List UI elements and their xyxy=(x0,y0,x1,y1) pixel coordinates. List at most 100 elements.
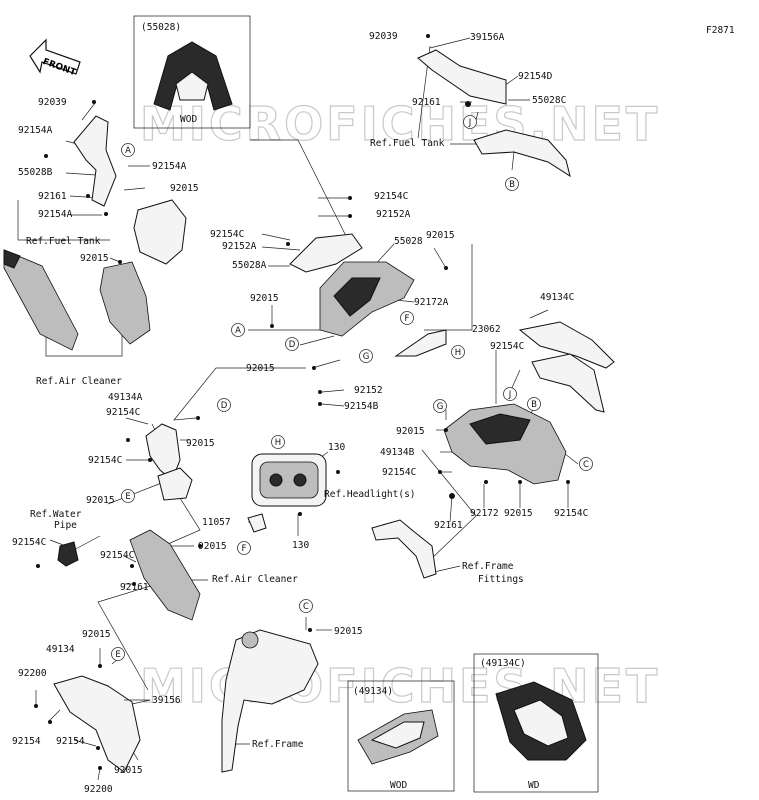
callout-circle xyxy=(237,541,251,555)
part-label: Ref.Water xyxy=(30,509,82,520)
part-label: 92015 xyxy=(198,541,227,552)
part-label: Ref.Headlight(s) xyxy=(324,489,416,500)
inset-box-49134c xyxy=(473,653,599,793)
inset-box-55028 xyxy=(133,15,251,129)
callout-letter: G xyxy=(363,352,370,362)
part-label: 92154D xyxy=(518,71,553,82)
inset-variant: WD xyxy=(528,780,540,791)
callout-circle xyxy=(121,489,135,503)
part-label: 92154C xyxy=(490,341,524,352)
callout-marker: B xyxy=(527,397,541,411)
callout-letter: E xyxy=(115,650,120,660)
callout-marker: F xyxy=(400,311,414,325)
part-label: 92161 xyxy=(434,520,463,531)
callout-circle xyxy=(285,337,299,351)
part-label: 130 xyxy=(328,442,345,453)
meter-bracket-left xyxy=(126,416,200,501)
part-label: 92154C xyxy=(382,467,416,478)
part-label: 55028B xyxy=(18,167,53,178)
callout-marker: G xyxy=(359,349,373,363)
air-duct-lower xyxy=(129,529,202,621)
part-label: Ref.Air Cleaner xyxy=(212,574,298,585)
part-label: 92039 xyxy=(369,31,398,42)
callout-letter: B xyxy=(531,400,537,410)
callout-marker: J xyxy=(503,387,517,401)
callout-letter: F xyxy=(242,544,247,554)
part-label: Fittings xyxy=(478,574,524,585)
inset-code: (49134C) xyxy=(480,658,526,669)
part-label: 92154B xyxy=(344,401,379,412)
part-label: Ref.Frame xyxy=(462,561,514,572)
part-label: 92161 xyxy=(120,582,149,593)
part-label: 92015 xyxy=(426,230,455,241)
part-label: 92154C xyxy=(554,508,588,519)
callout-marker: D xyxy=(217,398,231,412)
part-label: 92154 xyxy=(12,736,41,747)
water-pipe-fitting xyxy=(36,541,79,568)
part-label: Ref.Frame xyxy=(252,739,304,750)
part-label: 92172 xyxy=(470,508,499,519)
callout-marker: A xyxy=(231,323,245,337)
frame-fitting-bracket xyxy=(371,519,437,579)
part-label: 92154C xyxy=(374,191,408,202)
upper-cowl-inset-part xyxy=(153,41,233,111)
callout-letter: G xyxy=(437,402,444,412)
callout-marker: B xyxy=(505,177,519,191)
callout-marker: H xyxy=(451,345,465,359)
side-cowl-left xyxy=(3,249,79,351)
part-label: 92152A xyxy=(222,241,257,252)
callout-marker: C xyxy=(299,599,313,613)
callout-marker: F xyxy=(237,541,251,555)
front-arrow-icon: FRONT xyxy=(29,38,81,78)
inner-panel-upper xyxy=(99,199,187,345)
part-label: 92015 xyxy=(86,495,115,506)
callout-marker: D xyxy=(285,337,299,351)
part-label: 55028C xyxy=(532,95,566,106)
callout-circle xyxy=(463,115,477,129)
part-label: 55028 xyxy=(394,236,423,247)
callout-letter: A xyxy=(125,146,131,156)
callout-circle xyxy=(217,398,231,412)
part-label: 39156A xyxy=(470,32,505,43)
inset-variant: WOD xyxy=(390,780,407,791)
part-label: 130 xyxy=(292,540,309,551)
headlight-assembly xyxy=(247,453,340,533)
callout-marker: E xyxy=(111,647,125,661)
inner-cowl-center xyxy=(270,196,448,406)
part-label: 92154A xyxy=(152,161,187,172)
callout-circle xyxy=(111,647,125,661)
part-label: 49134 xyxy=(46,644,75,655)
inset-variant: WOD xyxy=(180,114,197,125)
part-label: 49134C xyxy=(540,292,574,303)
part-label: 92015 xyxy=(246,363,275,374)
part-label: 23062 xyxy=(472,324,501,335)
side-cowl-inset-wod xyxy=(357,709,439,765)
callout-circle xyxy=(527,397,541,411)
callout-circle xyxy=(451,345,465,359)
part-label: 92015 xyxy=(82,629,111,640)
callout-circle xyxy=(503,387,517,401)
part-label: 39156 xyxy=(152,695,181,706)
callout-marker: H xyxy=(271,435,285,449)
callout-circle xyxy=(299,599,313,613)
part-label: 92154C xyxy=(12,537,46,548)
part-label: 92015 xyxy=(396,426,425,437)
part-label: 92161 xyxy=(412,97,441,108)
part-label: 92172A xyxy=(414,297,449,308)
callout-circle xyxy=(433,399,447,413)
part-label: 92015 xyxy=(114,765,143,776)
part-label: 92161 xyxy=(38,191,67,202)
part-label: 92154A xyxy=(38,209,73,220)
upper-cowl-right xyxy=(438,321,615,499)
part-label: 92154C xyxy=(88,455,122,466)
part-label: 49134A xyxy=(108,392,143,403)
callout-letter: F xyxy=(405,314,410,324)
callout-marker: A xyxy=(121,143,135,157)
side-cowl-inset-wd xyxy=(495,681,587,761)
part-label: 92154 xyxy=(56,736,85,747)
part-label: 92152A xyxy=(376,209,411,220)
tank-cover-upper xyxy=(417,34,571,178)
